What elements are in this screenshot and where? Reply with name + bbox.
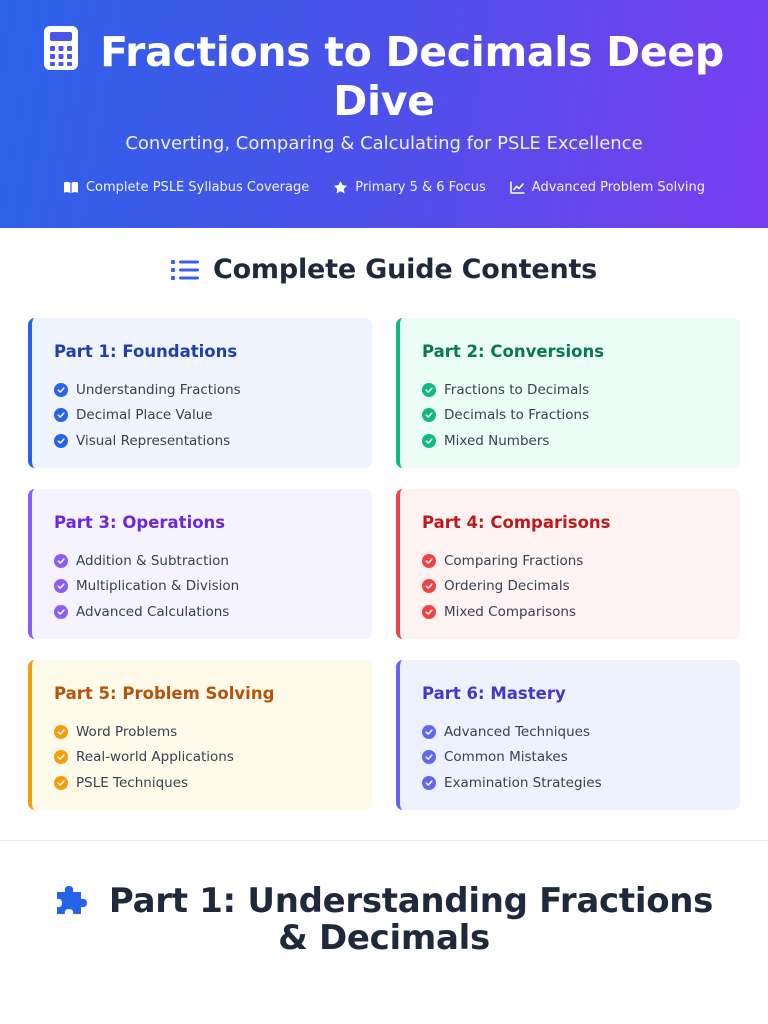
card-topic-list: Word Problems Real-world Applications PS… — [54, 719, 372, 796]
list-item[interactable]: Advanced Calculations — [54, 599, 372, 625]
tag-problem-solving: Advanced Problem Solving — [509, 180, 705, 195]
check-circle-icon — [54, 408, 68, 423]
check-circle-icon — [422, 553, 436, 568]
list-item[interactable]: Addition & Subtraction — [54, 548, 372, 574]
list-item[interactable]: PSLE Techniques — [54, 770, 372, 796]
tag-primary: Primary 5 & 6 Focus — [333, 180, 486, 195]
list-item[interactable]: Comparing Fractions — [422, 548, 740, 574]
card-title: Part 2: Conversions — [422, 342, 605, 361]
list-item[interactable]: Examination Strategies — [422, 770, 740, 796]
list-item[interactable]: Fractions to Decimals — [422, 377, 740, 403]
card-topic-list: Advanced Techniques Common Mistakes Exam… — [422, 719, 740, 796]
card-title: Part 1: Foundations — [54, 342, 238, 361]
list-item[interactable]: Decimals to Fractions — [422, 403, 740, 429]
card-title: Part 6: Mastery — [422, 684, 566, 703]
list-icon — [170, 260, 199, 280]
check-circle-icon — [54, 750, 68, 765]
check-circle-icon — [422, 579, 436, 594]
contents-card-part-2[interactable]: Part 2: Conversions Fractions to Decimal… — [396, 318, 740, 468]
tag-syllabus: Complete PSLE Syllabus Coverage — [63, 180, 309, 195]
contents-card-part-3[interactable]: Part 3: Operations Addition & Subtractio… — [28, 489, 372, 639]
page-subtitle: Converting, Comparing & Calculating for … — [125, 133, 643, 154]
check-circle-icon — [422, 408, 436, 423]
card-topic-list: Understanding Fractions Decimal Place Va… — [54, 377, 372, 454]
card-topic-list: Comparing Fractions Ordering Decimals Mi… — [422, 548, 740, 625]
check-circle-icon — [422, 750, 436, 765]
chart-line-icon — [509, 181, 525, 194]
book-icon — [63, 181, 79, 194]
check-circle-icon — [54, 553, 68, 568]
list-item[interactable]: Ordering Decimals — [422, 574, 740, 600]
contents-card-part-1[interactable]: Part 1: Foundations Understanding Fracti… — [28, 318, 372, 468]
contents-card-part-5[interactable]: Part 5: Problem Solving Word Problems Re… — [28, 660, 372, 810]
list-item[interactable]: Common Mistakes — [422, 745, 740, 771]
check-circle-icon — [54, 604, 68, 619]
contents-heading: Complete Guide Contents — [0, 254, 768, 285]
list-item[interactable]: Decimal Place Value — [54, 403, 372, 429]
check-circle-icon — [54, 775, 68, 790]
check-circle-icon — [54, 433, 68, 448]
list-item[interactable]: Word Problems — [54, 719, 372, 745]
list-item[interactable]: Visual Representations — [54, 428, 372, 454]
check-circle-icon — [422, 724, 436, 739]
list-item[interactable]: Mixed Numbers — [422, 428, 740, 454]
list-item[interactable]: Mixed Comparisons — [422, 599, 740, 625]
puzzle-icon — [56, 886, 87, 914]
list-item[interactable]: Understanding Fractions — [54, 377, 372, 403]
list-item[interactable]: Multiplication & Division — [54, 574, 372, 600]
calculator-icon — [44, 26, 79, 79]
section-divider — [0, 840, 768, 841]
list-item[interactable]: Real-world Applications — [54, 745, 372, 771]
hero-banner: Fractions to Decimals Deep Dive Converti… — [0, 0, 768, 228]
feature-tags: Complete PSLE Syllabus Coverage Primary … — [0, 180, 768, 195]
contents-card-part-4[interactable]: Part 4: Comparisons Comparing Fractions … — [396, 489, 740, 639]
check-circle-icon — [422, 604, 436, 619]
card-topic-list: Addition & Subtraction Multiplication & … — [54, 548, 372, 625]
card-title: Part 4: Comparisons — [422, 513, 611, 532]
check-circle-icon — [54, 579, 68, 594]
card-title: Part 3: Operations — [54, 513, 226, 532]
page-title: Fractions to Decimals Deep Dive — [0, 26, 768, 124]
check-circle-icon — [54, 382, 68, 397]
check-circle-icon — [422, 433, 436, 448]
card-topic-list: Fractions to Decimals Decimals to Fracti… — [422, 377, 740, 454]
check-circle-icon — [422, 775, 436, 790]
check-circle-icon — [422, 382, 436, 397]
check-circle-icon — [54, 724, 68, 739]
card-title: Part 5: Problem Solving — [54, 684, 275, 703]
star-icon — [333, 180, 348, 195]
contents-card-part-6[interactable]: Part 6: Mastery Advanced Techniques Comm… — [396, 660, 740, 810]
part-1-heading: Part 1: Understanding Fractions & Decima… — [40, 882, 728, 957]
list-item[interactable]: Advanced Techniques — [422, 719, 740, 745]
